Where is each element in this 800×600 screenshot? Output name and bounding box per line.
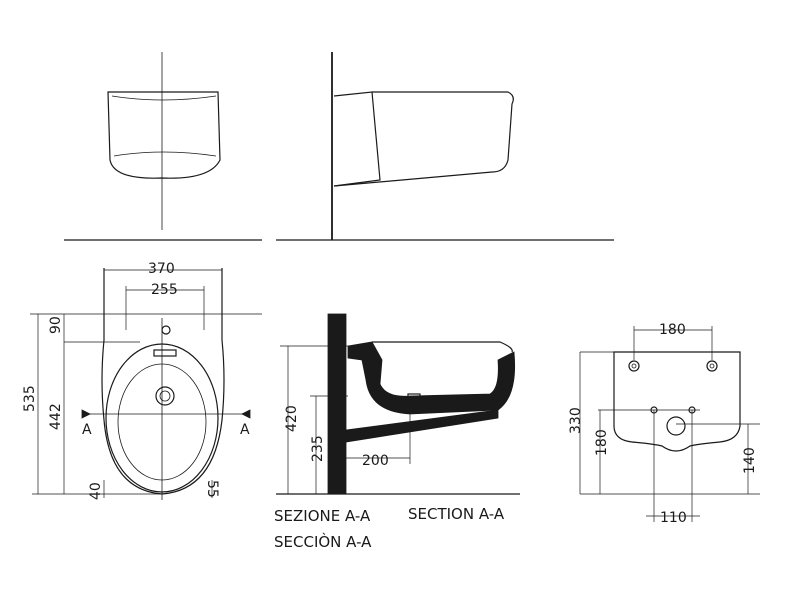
left-bolt-icon bbox=[628, 360, 640, 372]
section-mark-left: A bbox=[82, 422, 92, 438]
dim-200-label: 200 bbox=[362, 453, 389, 469]
dim-110-label: 110 bbox=[660, 510, 687, 526]
section-wall bbox=[327, 313, 347, 495]
bowl-inner bbox=[117, 363, 207, 481]
wall-pad bbox=[333, 91, 381, 187]
dim-40-label: 40 bbox=[88, 482, 104, 500]
rear-view: 180 330 180 140 110 bbox=[568, 322, 760, 526]
bracket-section bbox=[345, 409, 499, 443]
dim-235-label: 235 bbox=[310, 435, 326, 462]
dim-255-label: 255 bbox=[151, 282, 178, 298]
dim-180-vert-label: 180 bbox=[594, 429, 610, 456]
section-mark-right: A bbox=[240, 422, 250, 438]
tap-hole-icon bbox=[161, 325, 171, 335]
drain-inner-icon bbox=[159, 390, 171, 402]
plan-outline bbox=[101, 268, 225, 495]
dim-420-label: 420 bbox=[284, 405, 300, 432]
overflow-slot bbox=[153, 349, 177, 357]
dim-90-label: 90 bbox=[48, 316, 64, 334]
section-caption-en: SECTION A-A bbox=[408, 505, 505, 523]
rim-top-line bbox=[372, 341, 513, 353]
rim-line bbox=[111, 95, 217, 101]
dim-330-label: 330 bbox=[568, 407, 584, 434]
right-bolt-icon bbox=[706, 360, 718, 372]
bowl-outline bbox=[107, 91, 221, 179]
left-bolt-inner-icon bbox=[631, 363, 637, 369]
bowl-section bbox=[347, 341, 515, 415]
section-arrow-right-icon bbox=[241, 409, 251, 419]
side-elevation bbox=[276, 52, 614, 241]
dim-180-top-label: 180 bbox=[659, 322, 686, 338]
dim-370-label: 370 bbox=[148, 261, 175, 277]
plan-view: 370 255 535 442 90 40 55 A A bbox=[22, 261, 262, 500]
right-bolt-inner-icon bbox=[709, 363, 715, 369]
rear-outline bbox=[613, 351, 741, 452]
section-view: 420 235 200 SEZIONE A-A SECTION A-A SECC… bbox=[274, 313, 520, 551]
dim-442-label: 442 bbox=[48, 403, 64, 430]
drain-plug bbox=[407, 393, 421, 401]
section-arrow-left-icon bbox=[81, 409, 91, 419]
front-elevation bbox=[64, 52, 262, 241]
body-profile bbox=[333, 91, 514, 187]
section-caption-es: SECCIÒN A-A bbox=[274, 532, 372, 551]
dim-535-label: 535 bbox=[22, 385, 38, 412]
bowl-oval bbox=[105, 343, 219, 493]
rear-drain-icon bbox=[666, 416, 686, 436]
drain-icon bbox=[155, 386, 175, 406]
base-line bbox=[113, 151, 217, 157]
dim-140-label: 140 bbox=[742, 447, 758, 474]
dim-55-label: 55 bbox=[204, 480, 220, 498]
section-caption-it: SEZIONE A-A bbox=[274, 507, 371, 525]
